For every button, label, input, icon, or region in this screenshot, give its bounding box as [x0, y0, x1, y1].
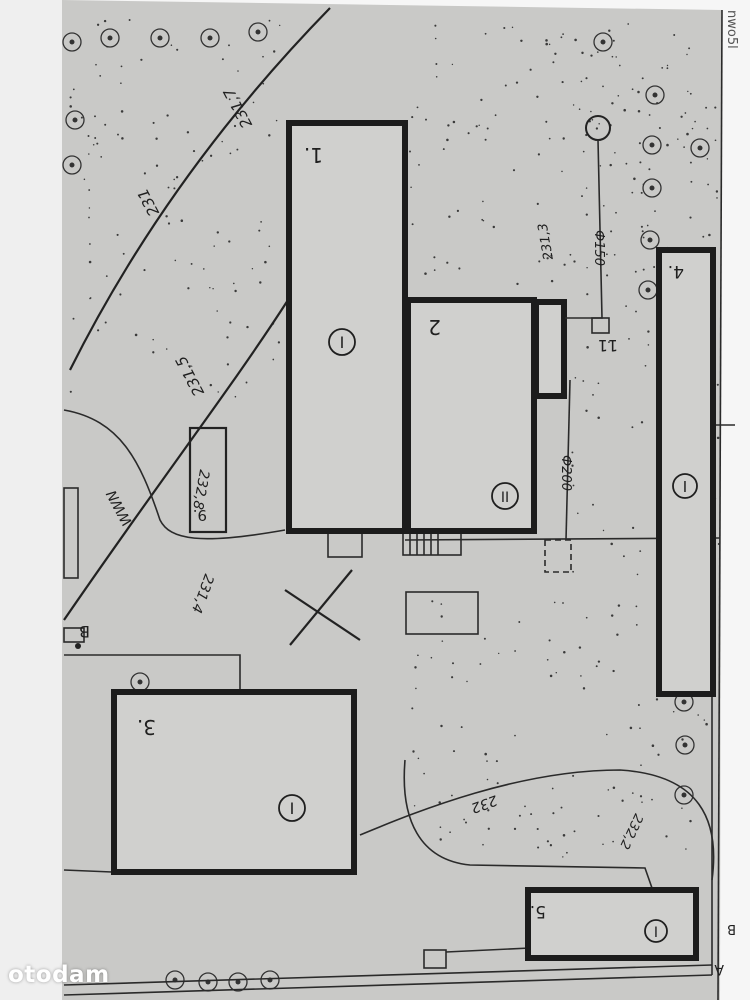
tree-symbol: [100, 28, 120, 48]
building-2-storeys: II: [491, 482, 519, 510]
building-4-storeys: I: [672, 473, 698, 499]
garden-curve: [359, 769, 715, 881]
trees: [62, 22, 710, 992]
tree-symbol: [645, 85, 665, 105]
building-4-storeys-text: I: [683, 478, 687, 496]
tree-symbol: [62, 155, 82, 175]
building-3-storeys: I: [278, 794, 306, 822]
path-curve-left: [63, 409, 286, 540]
tree-symbol: [674, 785, 694, 805]
pipe-150-label: Ф150: [591, 230, 606, 266]
garden-shed-outline: [405, 591, 479, 635]
building-5: [525, 887, 699, 961]
pipe-200-label: Ф200: [558, 455, 573, 491]
tree-symbol: [642, 178, 662, 198]
manhole: [544, 539, 572, 573]
ground-dots: [69, 19, 720, 858]
gate-line: [445, 947, 531, 953]
x-mark-b: [289, 569, 353, 646]
label-point-a: A: [714, 961, 724, 977]
elevation-231-3: 231,3: [536, 222, 557, 261]
tree-symbol: [593, 32, 613, 52]
pipe-box-11: [591, 317, 610, 334]
building-1: [286, 120, 408, 534]
building-1-storeys: I: [328, 328, 356, 356]
label-point-b: B: [79, 622, 90, 641]
tree-symbol: [150, 28, 170, 48]
watermark-logo: otodam: [8, 962, 110, 988]
building-9: [188, 426, 228, 534]
gate-post: [423, 949, 447, 969]
building-2-number: 2: [428, 315, 441, 339]
page-edge-text: nwo5l: [724, 10, 739, 49]
point-b-box: [63, 627, 85, 643]
elevation-232-8: 232,8: [189, 468, 212, 510]
building-1-storeys-text: I: [340, 333, 345, 352]
plot-edge-bottom-2: [63, 974, 713, 996]
fence-segment: [63, 487, 79, 579]
tree-symbol: [228, 972, 248, 992]
tree-symbol: [248, 22, 268, 42]
tree-symbol: [200, 28, 220, 48]
right-boundary: [717, 9, 723, 1000]
building-3-storeys-text: I: [290, 799, 295, 818]
building-5-storeys-text: I: [654, 925, 658, 941]
page-margin: [0, 0, 62, 1000]
building-5-number: 5.: [530, 901, 546, 921]
building-3: [111, 689, 357, 875]
drive-left: [64, 654, 241, 690]
label-point-b-right: B: [727, 921, 736, 936]
label-9: 9.: [193, 506, 207, 524]
x-mark-a: [284, 589, 361, 641]
building-3-number: 3.: [137, 715, 156, 739]
building-2: [405, 297, 537, 534]
building-2-annex: [533, 299, 567, 399]
tree-symbol: [642, 135, 662, 155]
pipe-200-line: [565, 379, 571, 541]
tree-symbol: [675, 735, 695, 755]
building-4-number: 4.: [668, 261, 684, 281]
building-2-storeys-text: II: [501, 490, 509, 506]
garden-curve-inner: [403, 759, 653, 889]
tree-symbol: [62, 32, 82, 52]
tree-symbol: [690, 138, 710, 158]
tree-symbol: [640, 230, 660, 250]
plot-edge-bottom: [63, 964, 713, 986]
building-4: [656, 247, 716, 697]
contour-line-231: [69, 7, 331, 371]
building-5-storeys: I: [644, 919, 668, 943]
drive-left-2: [63, 869, 113, 873]
label-11: 11: [598, 336, 618, 355]
building-1-number: 1.: [304, 143, 323, 167]
point-b-dot: [75, 643, 81, 649]
tree-symbol: [65, 110, 85, 130]
